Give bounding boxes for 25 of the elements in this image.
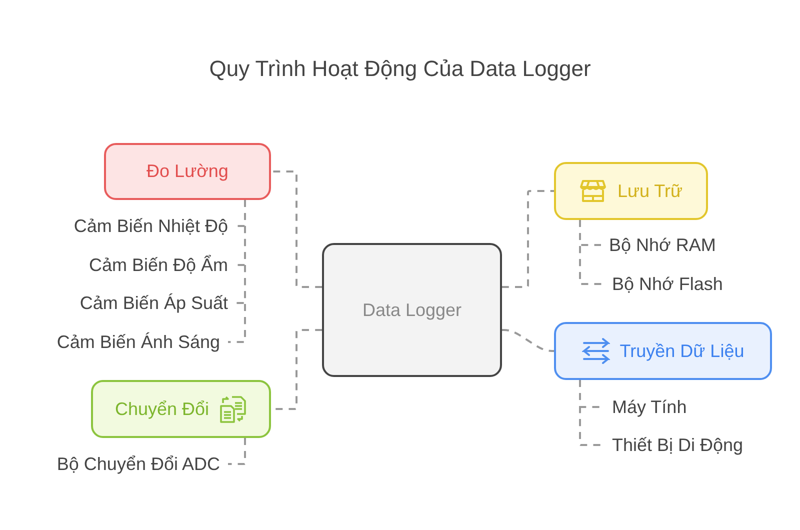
diagram-title: Quy Trình Hoạt Động Của Data Logger <box>208 56 592 82</box>
node-label: Truyền Dữ Liệu <box>620 340 744 362</box>
item-label: Thiết Bị Di Động <box>612 434 744 456</box>
item-label: Bộ Chuyển Đổi ADC <box>56 454 220 474</box>
node-label: Đo Lường <box>146 161 228 182</box>
item-label: Cảm Biến Ánh Sáng <box>56 332 220 352</box>
item-label: Máy Tính <box>612 396 687 418</box>
connector <box>502 329 554 352</box>
node-label: Chuyển Đổi <box>114 398 210 420</box>
node-label: Lưu Trữ <box>617 180 683 202</box>
category-box <box>91 380 271 438</box>
item-label: Cảm Biến Áp Suất <box>80 292 228 314</box>
central-box <box>322 243 502 377</box>
connector <box>228 438 246 465</box>
connector <box>579 220 604 285</box>
node-label: Data Logger <box>362 300 462 320</box>
connector <box>271 170 322 288</box>
connector <box>502 190 554 288</box>
category-box <box>104 143 271 200</box>
item-label: Bộ Nhớ Flash <box>612 274 723 294</box>
item-label: Cảm Biến Độ Ẩm <box>88 254 228 276</box>
category-box <box>554 162 708 220</box>
category-box <box>554 322 772 380</box>
item-label: Cảm Biến Nhiệt Độ <box>74 216 228 236</box>
item-label: Bộ Nhớ RAM <box>609 234 716 256</box>
